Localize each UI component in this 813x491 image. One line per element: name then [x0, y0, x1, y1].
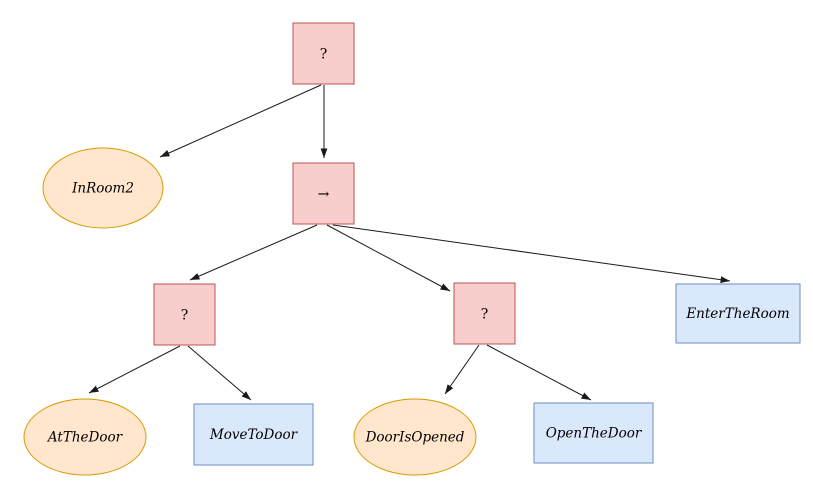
node-enter-the-room: EnterTheRoom	[675, 283, 801, 344]
edge-sequence-to-enter-the-room	[332, 224, 731, 284]
inroom2-shape	[42, 147, 164, 229]
edge-sequence-to-selector-left	[189, 224, 318, 281]
node-move-to-door: MoveToDoor	[193, 403, 314, 466]
edge-selector-left-to-at-the-door	[88, 345, 181, 394]
edge-selector-right-to-door-is-opened	[444, 344, 480, 395]
door-is-opened-shape	[353, 398, 477, 476]
edges-layer	[88, 84, 731, 401]
node-root-selector: ?	[292, 22, 355, 85]
selector-left-shape	[153, 283, 216, 346]
node-selector-right: ?	[453, 282, 516, 345]
node-door-is-opened: DoorIsOpened	[353, 398, 477, 476]
node-open-the-door: OpenTheDoor	[533, 402, 654, 464]
node-inroom2: InRoom2	[42, 147, 164, 229]
sequence-shape	[292, 162, 355, 225]
enter-the-room-shape	[675, 283, 801, 344]
edge-selector-right-to-open-the-door	[486, 344, 592, 401]
move-to-door-shape	[193, 403, 314, 466]
edge-sequence-to-selector-right	[326, 224, 451, 292]
selector-right-shape	[453, 282, 516, 345]
node-at-the-door: AtTheDoor	[23, 398, 147, 476]
at-the-door-shape	[23, 398, 147, 476]
open-the-door-shape	[533, 402, 654, 464]
node-sequence: →	[292, 162, 355, 225]
root-selector-shape	[292, 22, 355, 85]
edge-root-selector-to-inroom2	[159, 84, 322, 158]
node-selector-left: ?	[153, 283, 216, 346]
edge-selector-left-to-move-to-door	[187, 345, 252, 401]
